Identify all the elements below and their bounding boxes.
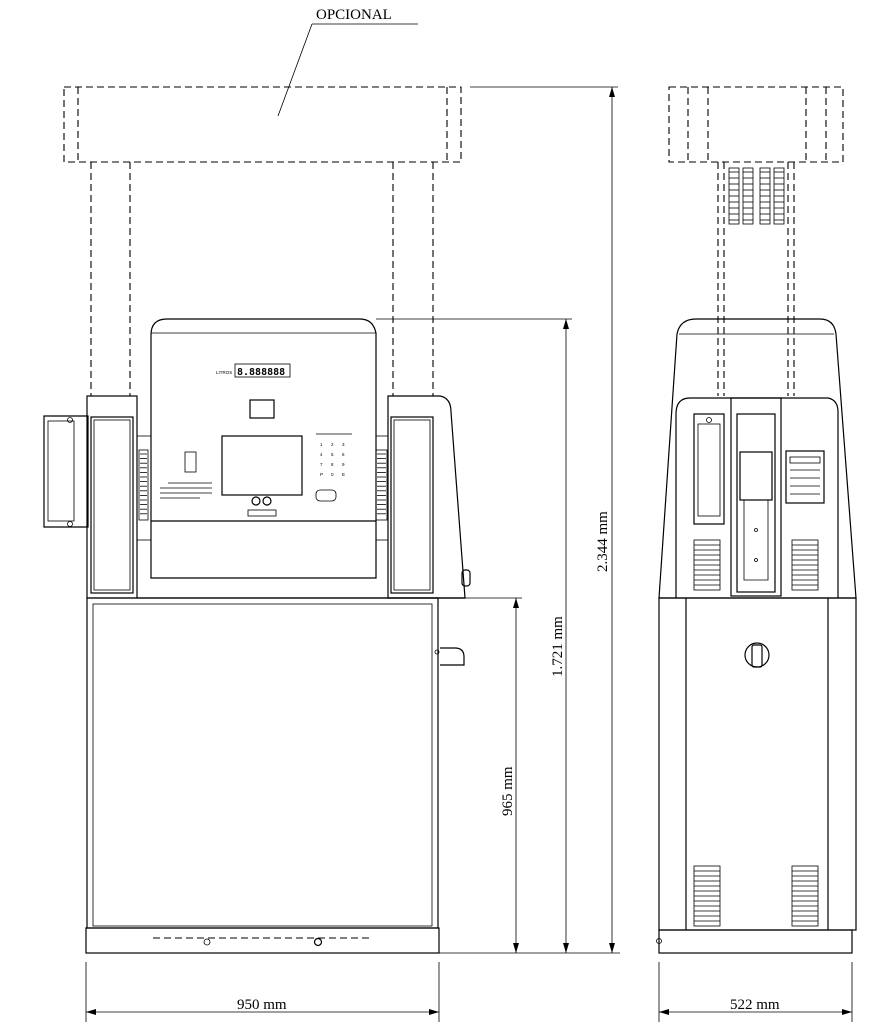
height-2344-label: 2.344 mm — [595, 511, 611, 572]
keypad-key: 1 — [320, 442, 323, 447]
side-head — [658, 318, 857, 599]
side-dimensions: 522 mm — [658, 962, 853, 1022]
optional-callout: OPCIONAL — [277, 7, 418, 117]
keypad-key: 3 — [342, 442, 345, 447]
front-head: LITROS 8.888888 1 2 3 4 5 6 7 8 9P 0 E — [150, 318, 377, 579]
display-digits: 8.888888 — [237, 367, 285, 378]
front-cabinet — [85, 597, 465, 954]
keypad-key: 8 — [331, 462, 334, 467]
front-dimensions: 950 mm 965 mm 1.721 mm 2.344 mm — [85, 86, 620, 1022]
height-1721-label: 1.721 mm — [550, 616, 566, 677]
height-965-label: 965 mm — [500, 766, 516, 816]
display-label: LITROS — [216, 370, 232, 375]
front-left-column — [43, 395, 151, 599]
keypad-key: 7 — [320, 462, 323, 467]
front-canopy-optional — [63, 86, 462, 396]
keypad-key: 5 — [331, 452, 334, 457]
keypad-key: 2 — [331, 442, 334, 447]
side-canopy-optional — [668, 86, 844, 396]
keypad-key: 9 — [342, 462, 345, 467]
side-cabinet-louvers — [693, 865, 819, 927]
keypad-key: 0 — [331, 472, 334, 477]
side-head-louvers — [693, 539, 819, 591]
side-canopy-vents — [728, 167, 785, 225]
width-950-label: 950 mm — [237, 997, 287, 1013]
front-right-column — [375, 395, 471, 599]
keypad-key: 4 — [320, 452, 323, 457]
keypad: 1 2 3 4 5 6 7 8 9P 0 E — [320, 442, 345, 477]
keypad-key: E — [342, 472, 345, 477]
keypad-key: 6 — [342, 452, 345, 457]
width-522-label: 522 mm — [730, 997, 780, 1013]
optional-label: OPCIONAL — [316, 7, 392, 23]
front-louver-slots — [140, 453, 386, 515]
keypad-key: P — [320, 472, 323, 477]
side-cabinet — [656, 597, 857, 954]
